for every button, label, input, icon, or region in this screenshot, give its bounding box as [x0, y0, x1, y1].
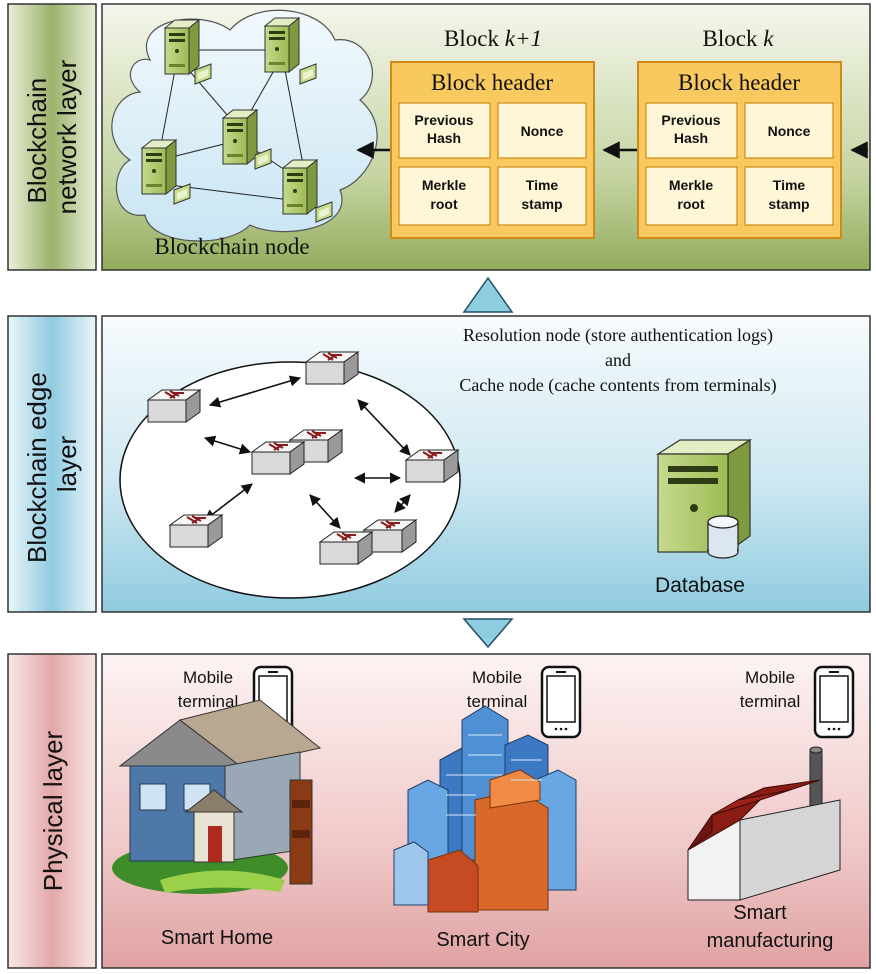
- server-icon: [164, 19, 200, 75]
- database-icon: [707, 515, 739, 559]
- edge-layer-label: Blockchain edge layer: [22, 365, 82, 563]
- network-layer-label: Blockchain network layer: [22, 59, 82, 214]
- switch-icon: [147, 389, 201, 423]
- block-k-plus-1-title: Block k+1: [444, 26, 542, 51]
- down-triangle-icon: [462, 618, 514, 649]
- resolution-node-text: Resolution node (store authentication lo…: [463, 325, 773, 346]
- network-layer-side-panel: [7, 3, 97, 271]
- up-triangle-icon: [462, 276, 514, 313]
- server-icon: [222, 109, 258, 165]
- switch-icon: [251, 441, 305, 475]
- block-header-label: Block header: [678, 70, 800, 95]
- server-icon: [282, 159, 318, 215]
- cache-node-text: Cache node (cache contents from terminal…: [459, 375, 776, 396]
- nonce-label: Nonce: [768, 123, 811, 139]
- blockchain-node-cloud: Blockchain node: [111, 9, 378, 259]
- blockchain-node-caption: Blockchain node: [154, 234, 309, 259]
- network-layer: Blockchain network layer: [7, 3, 871, 271]
- mobile-phone-icon: [813, 665, 855, 739]
- server-icon: [264, 17, 300, 73]
- block-k-title: Block k: [703, 26, 775, 51]
- database-server-icon: [655, 438, 753, 559]
- physical-layer-label: Physical layer: [38, 730, 68, 891]
- smart-city-caption: Smart City: [436, 929, 529, 951]
- block-header-label: Block header: [431, 70, 553, 95]
- database-caption: Database: [655, 574, 745, 597]
- switch-icon: [319, 531, 373, 565]
- edge-layer-side-panel: [7, 315, 97, 613]
- and-text: and: [605, 350, 631, 370]
- switch-icon: [169, 514, 223, 548]
- physical-layer-side-panel: [7, 653, 97, 969]
- mobile-phone-icon: [540, 665, 582, 739]
- factory-icon: [687, 746, 841, 901]
- server-icon: [141, 139, 177, 195]
- switch-icon: [405, 449, 459, 483]
- smart-city-icon: [393, 705, 577, 913]
- nonce-label: Nonce: [521, 123, 564, 139]
- smart-home-caption: Smart Home: [161, 927, 273, 949]
- smart-home-icon: [112, 699, 322, 894]
- switch-icon: [305, 351, 359, 385]
- edge-layer: Blockchain edge layer Resolution node (s…: [7, 315, 871, 613]
